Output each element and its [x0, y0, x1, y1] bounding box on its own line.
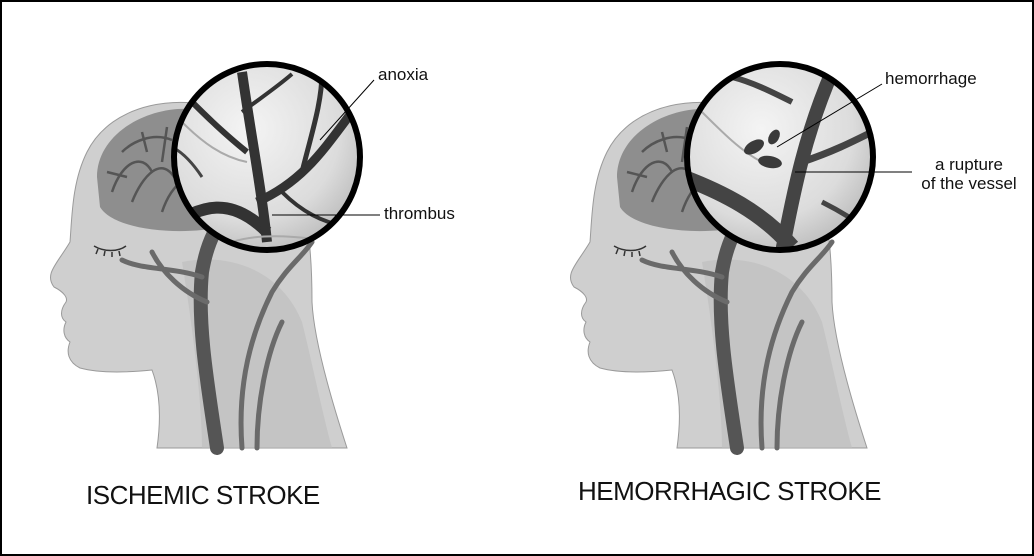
thrombus-label: thrombus	[384, 204, 455, 223]
ischemic-stroke-title: ISCHEMIC STROKE	[86, 480, 320, 511]
hemorrhagic-stroke-title: HEMORRHAGIC STROKE	[578, 476, 881, 507]
hemorrhage-label: hemorrhage	[885, 69, 977, 88]
rupture-label: a rupture of the vessel	[914, 155, 1024, 193]
anoxia-label: anoxia	[378, 65, 428, 84]
rupture-label-line2: of the vessel	[914, 174, 1024, 193]
rupture-label-line1: a rupture	[914, 155, 1024, 174]
